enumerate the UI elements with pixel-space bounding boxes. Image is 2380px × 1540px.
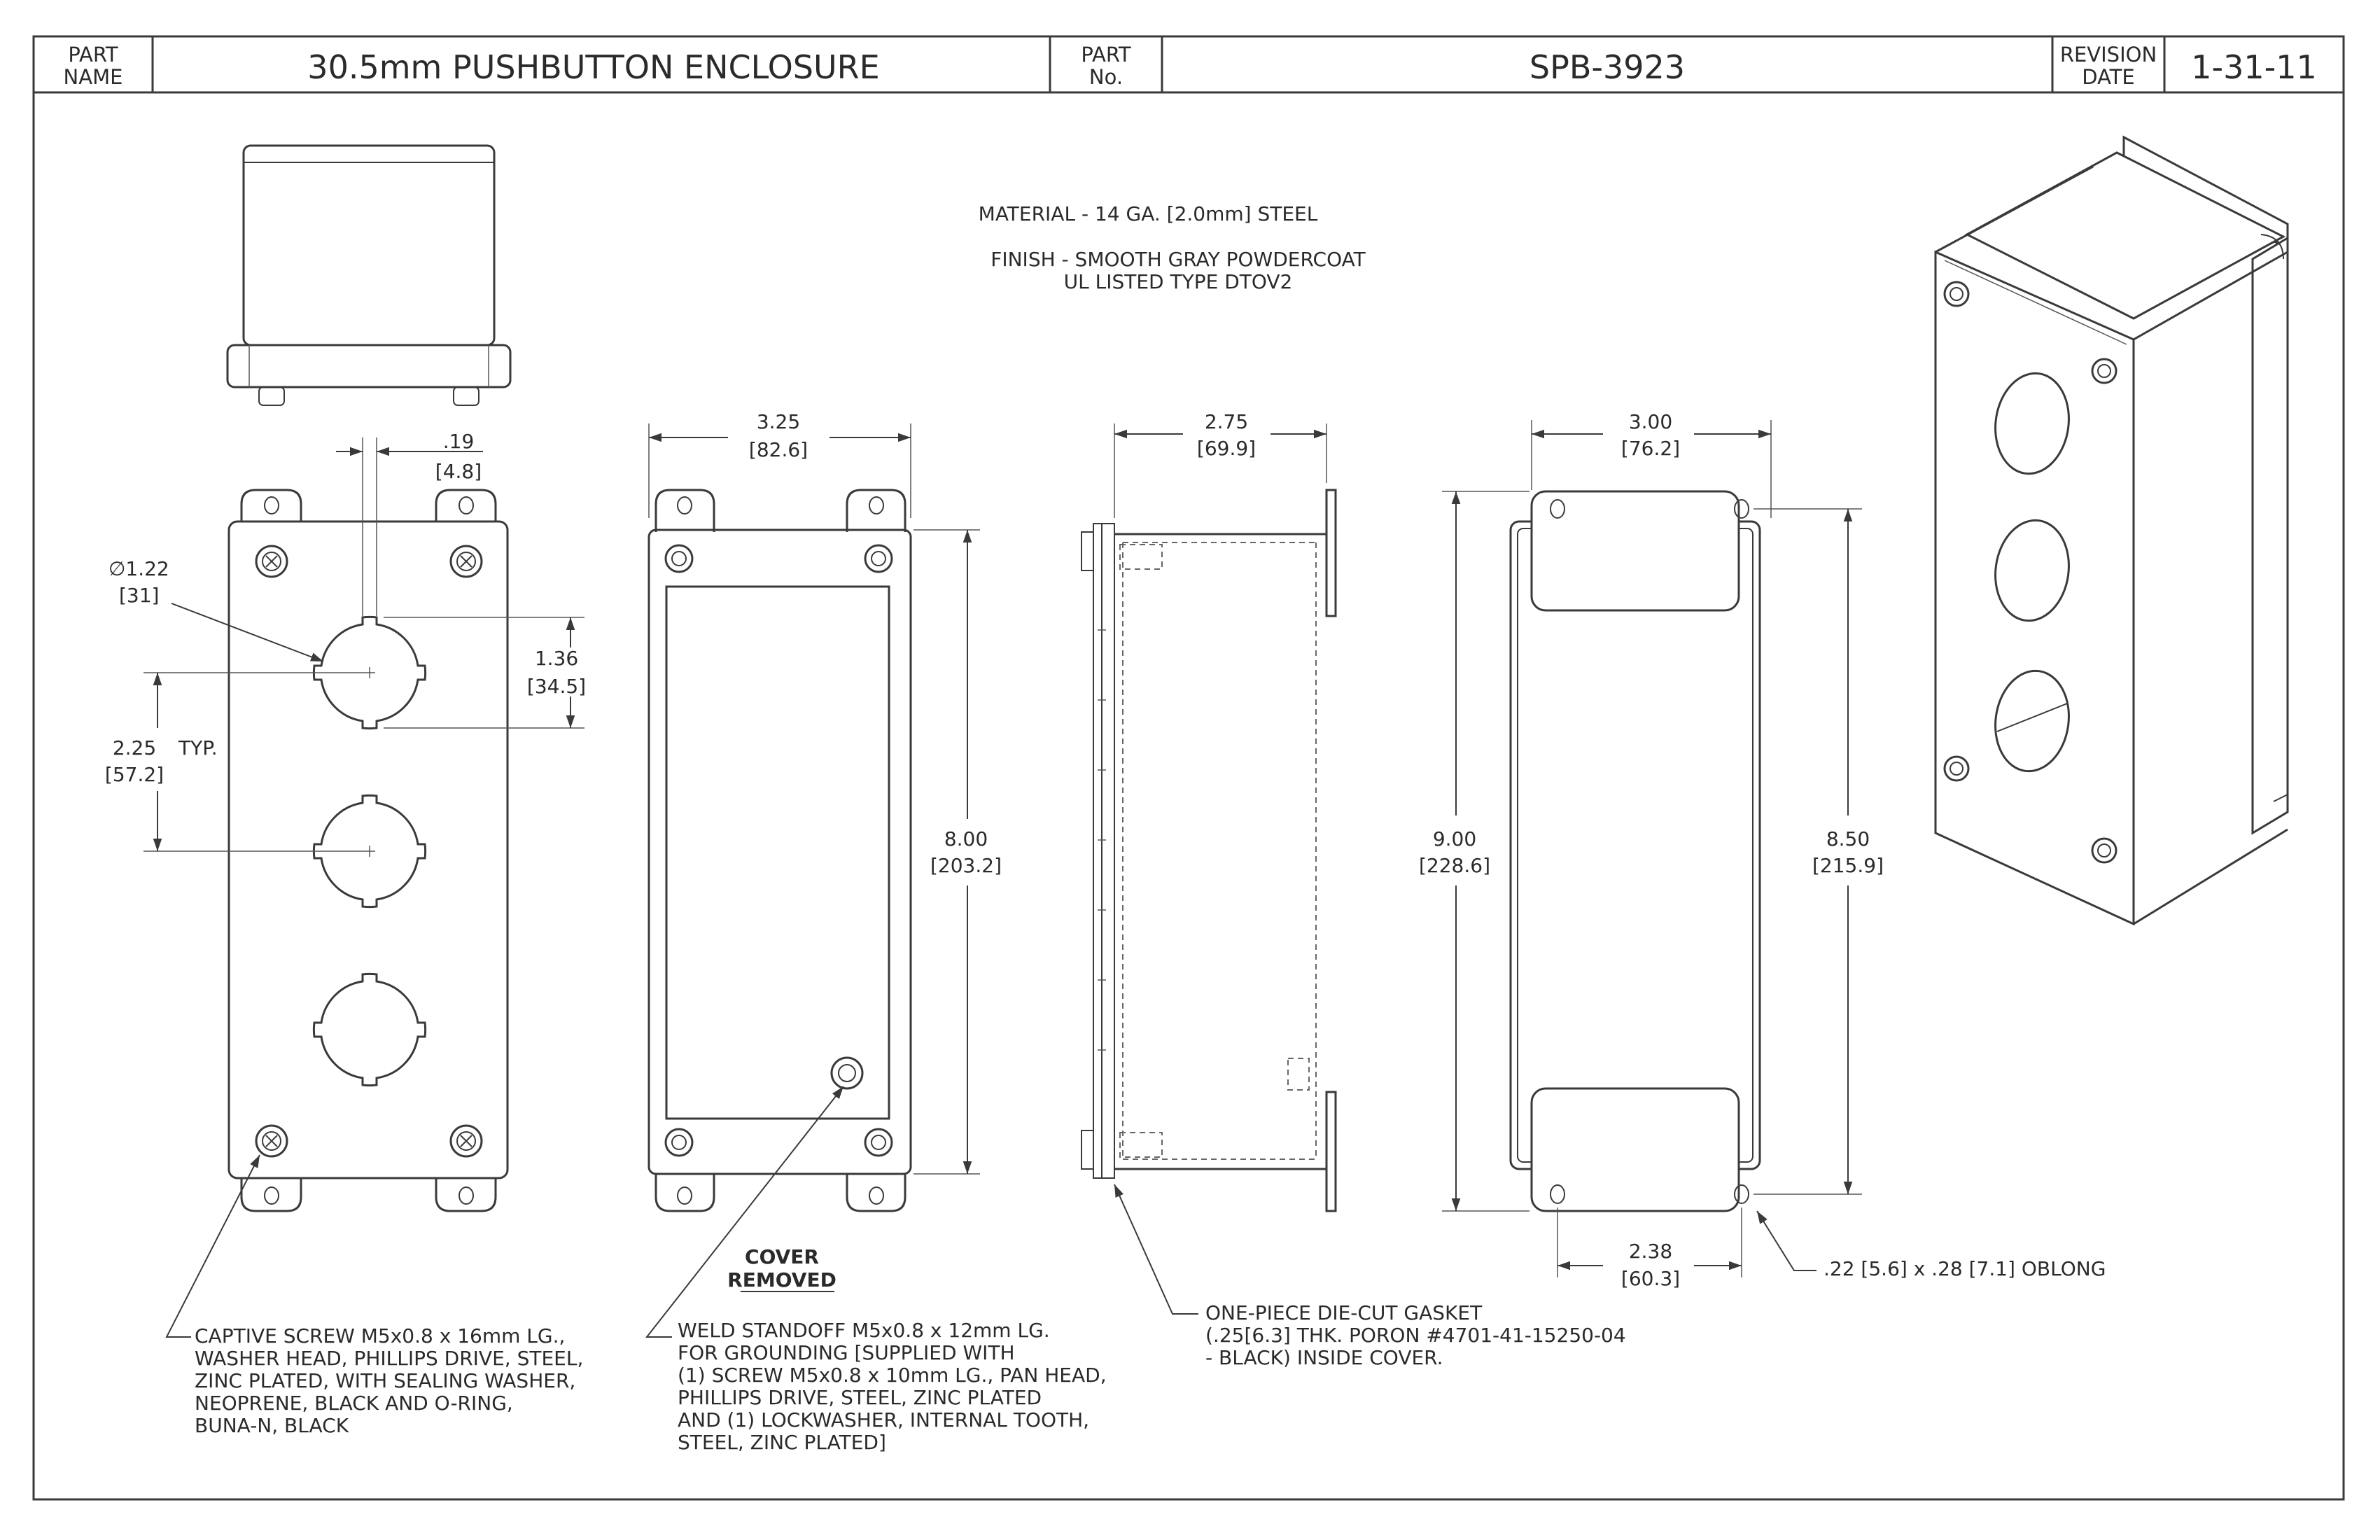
front-view [227,489,509,1212]
captive-screw-line-1: CAPTIVE SCREW M5x0.8 x 16mm LG., [195,1324,565,1348]
revision-label-2: DATE [2082,65,2134,89]
dim-cover-width-mm: [82.6] [749,438,808,461]
dim-offset-in: .19 [443,430,475,453]
side-dimensions: 2.75 [69.9] [1114,410,1327,518]
gasket-line-2: (.25[6.3] THK. PORON #4701-41-15250-04 [1205,1324,1626,1347]
weld-standoff-icon [830,1056,864,1090]
captive-screw-icon [449,1124,483,1158]
side-view [1081,489,1337,1212]
dim-mount-height-mm: [215.9] [1812,854,1884,877]
weld-standoff-line-6: STEEL, ZINC PLATED] [678,1431,886,1454]
listing-note: UL LISTED TYPE DTOV2 [1064,270,1293,293]
back-view [1509,490,1761,1212]
dim-mount-spacing-mm: [60.3] [1621,1267,1680,1290]
part-name: 30.5mm PUSHBUTTON ENCLOSURE [307,48,879,86]
dim-mount-height-in: 8.50 [1826,827,1870,850]
dim-back-width-mm: [76.2] [1621,437,1680,460]
dim-hole-height-mm: [34.5] [527,675,586,698]
revision-label-1: REVISION [2060,43,2157,66]
cover-removed-view [648,489,912,1212]
isometric-view [1934,135,2289,926]
pushbutton-hole [312,972,427,1087]
captive-screw-callout: CAPTIVE SCREW M5x0.8 x 16mm LG., WASHER … [195,1324,583,1437]
top-view [226,144,512,406]
weld-standoff-line-2: FOR GROUNDING [SUPPLIED WITH [678,1341,1015,1364]
callout-leaders [165,1086,1198,1338]
pushbutton-hole [312,615,427,730]
gasket-line-1: ONE-PIECE DIE-CUT GASKET [1205,1301,1483,1324]
part-no-label-2: No. [1089,65,1123,89]
captive-screw-line-3: ZINC PLATED, WITH SEALING WASHER, [195,1369,575,1392]
dim-overall-height-in: 9.00 [1433,827,1476,850]
dim-hole-dia-mm: [31] [119,584,159,607]
cover-removed-label-1: COVER [745,1245,819,1268]
dim-hole-height-in: 1.36 [535,647,578,670]
cover-dimensions: 3.25 [82.6] 8.00 [203.2] COVER REMOVED [648,410,1002,1292]
finish-note: FINISH - SMOOTH GRAY POWDERCOAT [990,248,1366,271]
dim-oblong: .22 [5.6] x .28 [7.1] OBLONG [1823,1257,2106,1280]
captive-screw-line-5: BUNA-N, BLACK [195,1414,349,1437]
weld-standoff-line-4: PHILLIPS DRIVE, STEEL, ZINC PLATED [678,1386,1042,1409]
part-no-label-1: PART [1081,43,1131,66]
title-block: PART NAME 30.5mm PUSHBUTTON ENCLOSURE PA… [34,36,2344,94]
dim-back-width-in: 3.00 [1629,410,1672,433]
dim-cover-width-in: 3.25 [757,410,800,433]
pushbutton-hole [312,794,427,909]
dim-hole-dia-in: ∅1.22 [108,557,169,580]
dim-cover-height-in: 8.00 [944,827,988,850]
dim-cover-height-mm: [203.2] [930,854,1002,877]
dim-spacing-mm: [57.2] [105,763,164,786]
material-note: MATERIAL - 14 GA. [2.0mm] STEEL [979,202,1318,225]
dim-side-width-in: 2.75 [1205,410,1248,433]
captive-screw-icon [255,545,288,578]
sheet-border [32,35,2345,1501]
dim-offset-mm: [4.8] [435,460,482,483]
gasket-callout: ONE-PIECE DIE-CUT GASKET (.25[6.3] THK. … [1205,1301,1626,1369]
weld-standoff-line-1: WELD STANDOFF M5x0.8 x 12mm LG. [678,1319,1050,1342]
dim-mount-spacing-in: 2.38 [1629,1240,1672,1263]
dim-spacing-typ: TYP. [178,736,218,760]
revision-date: 1-31-11 [2191,48,2317,86]
captive-screw-icon [255,1124,288,1158]
back-dimensions: 3.00 [76.2] 9.00 [228.6] 8.50 [215.9] 2.… [1419,410,2106,1290]
gasket-line-3: - BLACK) INSIDE COVER. [1205,1346,1443,1369]
part-number: SPB-3923 [1530,48,1685,86]
captive-screw-icon [449,545,483,578]
captive-screw-line-2: WASHER HEAD, PHILLIPS DRIVE, STEEL, [195,1347,583,1370]
front-dimensions: .19 [4.8] ∅1.22 [31] 1.36 [34.5] 2.25 TY… [105,430,586,852]
dim-spacing-in: 2.25 [113,736,156,760]
dim-overall-height-mm: [228.6] [1419,854,1490,877]
part-name-label-1: PART [68,43,118,66]
cover-removed-label-2: REMOVED [727,1268,836,1292]
captive-screw-line-4: NEOPRENE, BLACK AND O-RING, [195,1392,513,1415]
weld-standoff-line-5: AND (1) LOCKWASHER, INTERNAL TOOTH, [678,1408,1089,1432]
weld-standoff-line-3: (1) SCREW M5x0.8 x 10mm LG., PAN HEAD, [678,1364,1107,1387]
dim-side-width-mm: [69.9] [1197,437,1256,460]
part-name-label-2: NAME [64,65,123,89]
material-notes: MATERIAL - 14 GA. [2.0mm] STEEL FINISH -… [979,202,1366,293]
weld-standoff-callout: WELD STANDOFF M5x0.8 x 12mm LG. FOR GROU… [678,1319,1107,1454]
